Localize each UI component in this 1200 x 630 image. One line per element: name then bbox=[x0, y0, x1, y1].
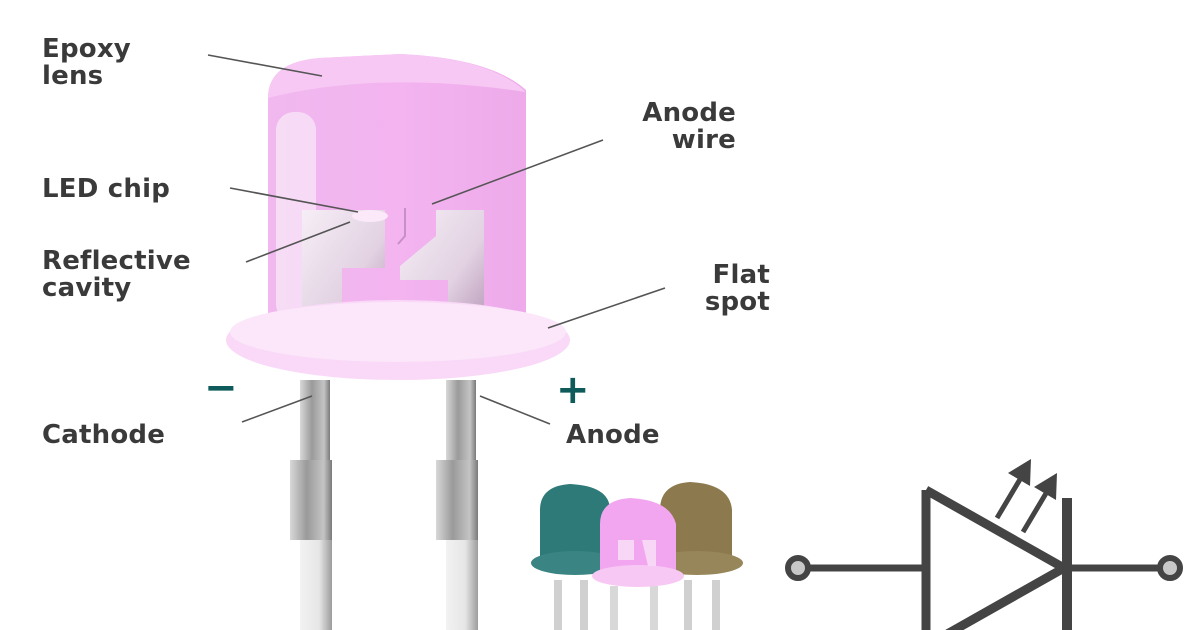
led-body bbox=[226, 54, 570, 380]
led-schematic-symbol bbox=[785, 459, 1183, 630]
minus-sign-icon: − bbox=[204, 365, 238, 411]
plus-sign-icon: + bbox=[556, 367, 590, 413]
small-led-pink bbox=[592, 498, 684, 630]
cathode-lead bbox=[290, 380, 332, 630]
label-anode-text: Anode bbox=[566, 420, 660, 450]
label-reflective-cavity: Reflective cavity bbox=[42, 248, 191, 302]
emission-arrows-icon bbox=[994, 474, 1051, 534]
label-anode-wire-line2: wire bbox=[671, 125, 736, 155]
leader-lines bbox=[207, 54, 666, 425]
led-chip bbox=[352, 210, 388, 222]
input-terminal-icon bbox=[785, 555, 811, 581]
label-flat-spot: Flat spot bbox=[660, 262, 770, 316]
label-anode-wire: Anode wire bbox=[600, 100, 736, 154]
label-cathode-text: Cathode bbox=[42, 420, 166, 450]
label-reflective-line1: Reflective bbox=[42, 246, 191, 276]
small-led-teal bbox=[531, 484, 619, 630]
output-terminal-icon bbox=[1157, 555, 1183, 581]
label-anode-wire-line1: Anode bbox=[642, 98, 736, 128]
anode-wire bbox=[397, 208, 406, 245]
label-epoxy-line2: lens bbox=[42, 61, 104, 91]
lead-frame bbox=[302, 208, 484, 330]
label-cathode: Cathode bbox=[42, 422, 165, 449]
label-reflective-line2: cavity bbox=[42, 273, 132, 303]
label-epoxy-lens: Epoxy lens bbox=[42, 36, 131, 90]
diode-triangle-icon bbox=[921, 486, 1074, 630]
anode-lead bbox=[436, 380, 478, 630]
label-anode: Anode bbox=[566, 422, 660, 449]
small-leds bbox=[531, 482, 743, 630]
label-led-chip-line1: LED chip bbox=[42, 174, 171, 204]
label-epoxy-line1: Epoxy bbox=[42, 34, 131, 64]
label-led-chip: LED chip bbox=[42, 176, 170, 203]
label-flat-spot-line1: Flat bbox=[712, 260, 770, 290]
label-flat-spot-line2: spot bbox=[704, 287, 770, 317]
